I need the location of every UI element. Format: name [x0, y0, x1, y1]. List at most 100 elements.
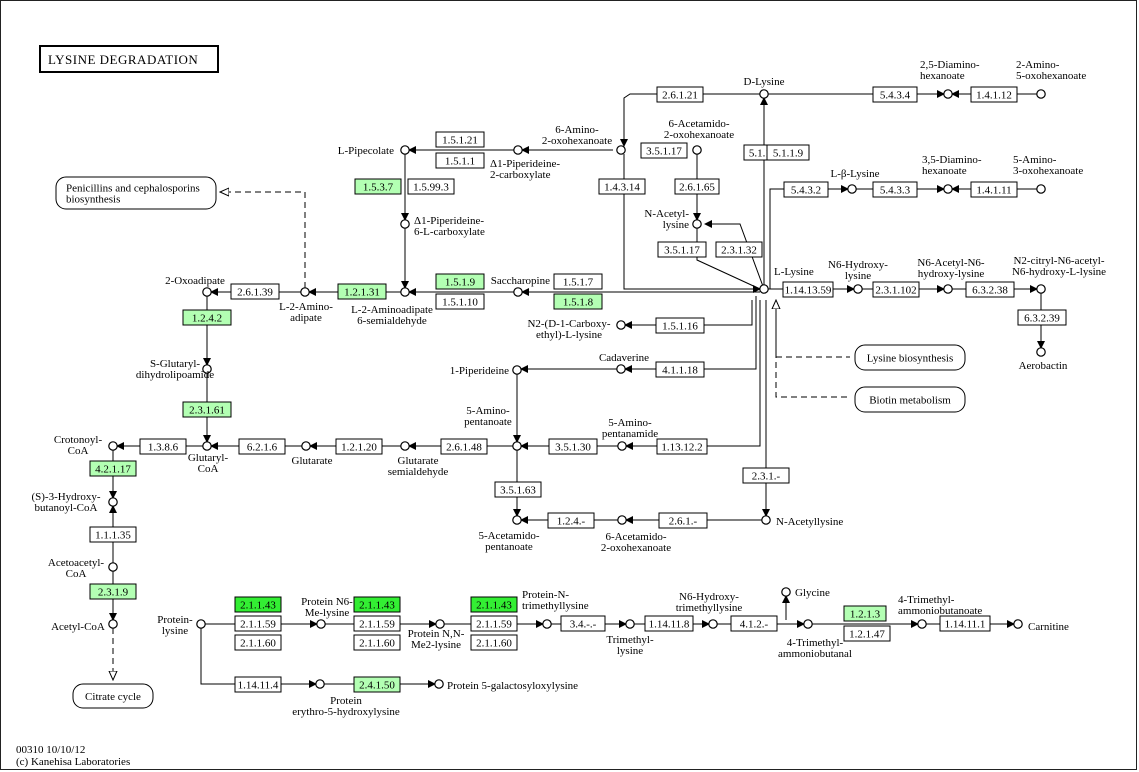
enzyme-box[interactable]: 1.14.11.4 [234, 676, 282, 693]
compound-node-amino-oxohexanoate-5[interactable] [1036, 184, 1046, 194]
enzyme-box[interactable]: 2.1.1.59 [470, 615, 518, 632]
enzyme-box[interactable]: 2.1.1.43 [234, 596, 282, 613]
enzyme-box[interactable]: 1.2.4.2 [182, 309, 232, 326]
enzyme-box[interactable]: 2.3.1.61 [182, 401, 232, 418]
compound-node-carnitine[interactable] [1013, 619, 1023, 629]
compound-node-saccharopine[interactable] [513, 287, 523, 297]
compound-node-aerobactin[interactable] [1036, 347, 1046, 357]
compound-node-n6-hydroxy-lysine[interactable] [853, 284, 863, 294]
enzyme-box[interactable]: 6.3.2.39 [1017, 309, 1067, 326]
enzyme-box[interactable]: 4.1.1.18 [655, 361, 705, 378]
compound-node-protein-n6-me-lysine[interactable] [316, 619, 326, 629]
compound-node-diamino-hexanoate-35[interactable] [943, 184, 953, 194]
compound-node-acetamido-oxohexanoate-top[interactable] [692, 145, 702, 155]
compound-node-acetamido-pentanoate[interactable] [512, 515, 522, 525]
compound-node-amino-pentanamide[interactable] [617, 441, 627, 451]
enzyme-box[interactable]: 3.5.1.17 [640, 142, 688, 159]
compound-node-n6-acetyl-n6-hydroxy-lysine[interactable] [943, 284, 953, 294]
enzyme-box[interactable]: 2.1.1.60 [234, 634, 282, 651]
enzyme-box[interactable]: 2.1.1.43 [470, 596, 518, 613]
enzyme-box[interactable]: 5.1.1.9 [766, 144, 810, 161]
map-link[interactable]: Biotin metabolism [854, 386, 966, 413]
enzyme-box[interactable]: 3.5.1.17 [657, 241, 707, 258]
compound-node-crotonoyl-coa[interactable] [108, 441, 118, 451]
compound-node-n2-carboxyethyl-lysine[interactable] [616, 320, 626, 330]
enzyme-box[interactable]: 2.1.1.59 [353, 615, 401, 632]
enzyme-box[interactable]: 1.5.1.8 [553, 293, 603, 310]
enzyme-box[interactable]: 1.14.11.8 [644, 615, 694, 632]
compound-node-n-acetyl-lysine[interactable] [692, 219, 702, 229]
enzyme-box[interactable]: 1.5.3.7 [354, 178, 402, 195]
enzyme-box[interactable]: 3.4.-.- [560, 615, 606, 632]
enzyme-box[interactable]: 2.1.1.60 [470, 634, 518, 651]
enzyme-box[interactable]: 2.3.1.9 [89, 583, 137, 600]
enzyme-box[interactable]: 2.6.1.39 [230, 283, 280, 300]
enzyme-box[interactable]: 2.1.1.43 [353, 596, 401, 613]
compound-node-protein-erythro[interactable] [315, 679, 325, 689]
enzyme-box[interactable]: 1.2.4.- [547, 512, 595, 529]
compound-node-glutaryl-coa[interactable] [202, 441, 212, 451]
compound-node-l-beta-lysine[interactable] [847, 184, 857, 194]
enzyme-box[interactable]: 1.5.1.7 [553, 273, 603, 290]
compound-node-n-acetyllysine[interactable] [761, 515, 771, 525]
enzyme-box[interactable]: 2.3.1.- [742, 467, 790, 484]
enzyme-box[interactable]: 1.5.1.1 [435, 152, 485, 169]
compound-node-trimethyl-ammoniobutanal[interactable] [803, 619, 813, 629]
compound-node-n6-hydroxy-trimethyllysine[interactable] [708, 619, 718, 629]
map-link[interactable]: Citrate cycle [72, 683, 154, 709]
enzyme-box[interactable]: 1.4.1.12 [970, 86, 1018, 103]
enzyme-box[interactable]: 1.13.12.2 [656, 438, 708, 455]
compound-node-protein-galactosyloxylysine[interactable] [434, 679, 444, 689]
enzyme-box[interactable]: 1.3.8.6 [139, 438, 187, 455]
compound-node-acetyl-coa[interactable] [108, 619, 118, 629]
enzyme-box[interactable]: 2.6.1.21 [656, 86, 704, 103]
enzyme-box[interactable]: 2.1.1.60 [353, 634, 401, 651]
compound-node-aminoadipate-semialdehyde[interactable] [400, 287, 410, 297]
enzyme-box[interactable]: 2.1.1.59 [234, 615, 282, 632]
enzyme-box[interactable]: 1.5.1.21 [435, 131, 485, 148]
map-link[interactable]: Penicillins and cephalosporinsbiosynthes… [55, 176, 217, 210]
compound-node-amino-oxohexanoate-top[interactable] [1036, 89, 1046, 99]
enzyme-box[interactable]: 2.6.1.65 [674, 178, 720, 195]
enzyme-box[interactable]: 1.14.13.59 [782, 281, 834, 298]
compound-node-amino-pentanoate[interactable] [512, 441, 522, 451]
enzyme-box[interactable]: 1.4.3.14 [598, 178, 646, 195]
compound-node-s-glutaryl[interactable] [202, 364, 212, 374]
compound-node-glycine[interactable] [781, 587, 791, 597]
enzyme-box[interactable]: 2.3.1.32 [715, 241, 763, 258]
enzyme-box[interactable]: 6.3.2.38 [965, 281, 1015, 298]
compound-node-l-aminoadipate[interactable] [300, 287, 310, 297]
enzyme-box[interactable]: 5.4.3.2 [783, 181, 829, 198]
compound-node-amino-oxohexanoate[interactable] [616, 145, 626, 155]
enzyme-box[interactable]: 1.5.99.3 [407, 178, 455, 195]
enzyme-box[interactable]: 1.2.1.3 [843, 605, 887, 622]
compound-node-piperideine-carboxylate[interactable] [513, 145, 523, 155]
enzyme-box[interactable]: 2.3.1.102 [872, 281, 920, 298]
enzyme-box[interactable]: 3.5.1.63 [494, 481, 542, 498]
compound-node-glutarate-semialdehyde[interactable] [400, 441, 410, 451]
enzyme-box[interactable]: 2.4.1.50 [353, 676, 401, 693]
enzyme-box[interactable]: 5.4.3.3 [872, 181, 918, 198]
compound-node-n2-citryl[interactable] [1036, 284, 1046, 294]
enzyme-box[interactable]: 1.1.1.35 [89, 526, 137, 543]
compound-node-acetoacetyl-coa[interactable] [108, 562, 118, 572]
enzyme-box[interactable]: 1.2.1.47 [843, 625, 891, 642]
enzyme-box[interactable]: 1.5.1.10 [435, 293, 485, 310]
compound-node-trimethyl-ammoniobutanoate[interactable] [917, 619, 927, 629]
enzyme-box[interactable]: 6.2.1.6 [238, 438, 286, 455]
enzyme-box[interactable]: 2.6.1.48 [440, 438, 488, 455]
compound-node-piperideine-6-carboxylate[interactable] [400, 219, 410, 229]
enzyme-box[interactable]: 1.2.1.20 [335, 438, 383, 455]
enzyme-box[interactable]: 4.2.1.17 [89, 460, 137, 477]
enzyme-box[interactable]: 2.6.1.- [658, 512, 708, 529]
compound-node-glutarate[interactable] [301, 441, 311, 451]
compound-node-d-lysine[interactable] [759, 89, 769, 99]
compound-node-acetamido-oxohexanoate-bottom[interactable] [617, 515, 627, 525]
enzyme-box[interactable]: 1.2.1.31 [337, 283, 387, 300]
enzyme-box[interactable]: 1.14.11.1 [939, 615, 991, 632]
enzyme-box[interactable]: 3.5.1.30 [548, 438, 598, 455]
compound-node-diamino-hexanoate[interactable] [943, 89, 953, 99]
enzyme-box[interactable]: 1.4.1.11 [970, 181, 1018, 198]
enzyme-box[interactable]: 1.5.1.16 [655, 317, 705, 334]
enzyme-box[interactable]: 1.5.1.9 [435, 273, 485, 290]
